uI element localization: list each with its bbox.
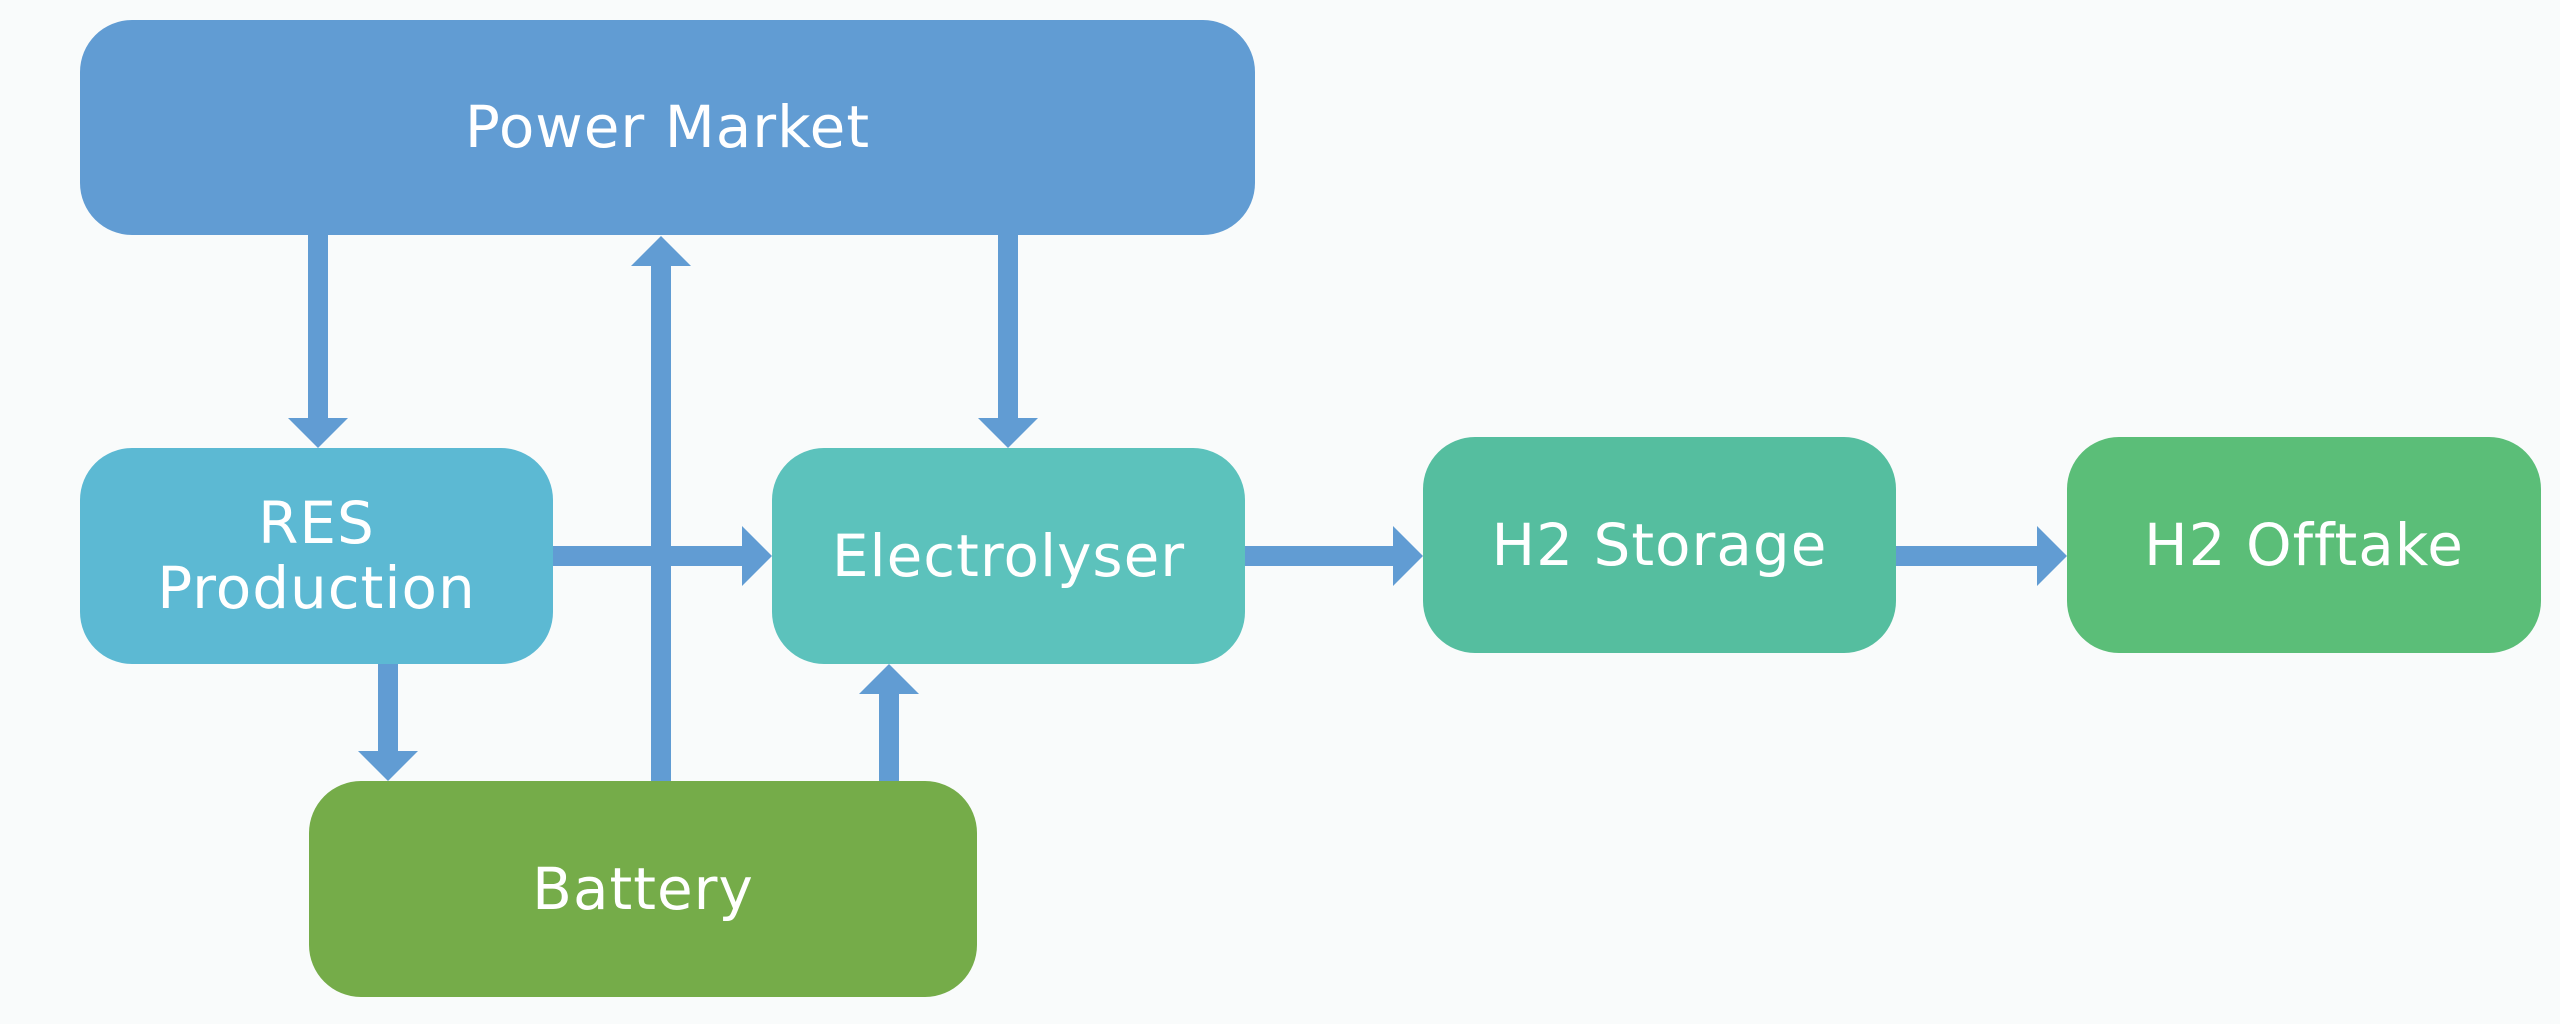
- arrow-electrolyser-to-h2-storage: [1245, 526, 1423, 586]
- node-res-production-label: RES Production: [157, 489, 476, 622]
- node-h2-storage-label: H2 Storage: [1491, 510, 1828, 579]
- arrow-battery-to-electrolyser: [859, 664, 919, 781]
- arrow-power-market-to-electrolyser: [978, 235, 1038, 448]
- arrow-battery-to-power-market: [631, 236, 691, 781]
- node-h2-storage: H2 Storage: [1423, 437, 1896, 653]
- node-battery: Battery: [309, 781, 977, 997]
- node-electrolyser: Electrolyser: [772, 448, 1245, 664]
- arrow-h2-storage-to-h2-offtake: [1896, 526, 2067, 586]
- node-res-production: RES Production: [80, 448, 553, 664]
- node-battery-label: Battery: [532, 854, 754, 923]
- node-power-market: Power Market: [80, 20, 1255, 235]
- node-power-market-label: Power Market: [464, 93, 871, 162]
- arrow-power-market-to-res: [288, 235, 348, 448]
- arrow-res-to-electrolyser: [553, 526, 772, 586]
- node-electrolyser-label: Electrolyser: [831, 521, 1186, 590]
- node-h2-offtake-label: H2 Offtake: [2144, 510, 2464, 579]
- node-h2-offtake: H2 Offtake: [2067, 437, 2541, 653]
- arrow-res-to-battery: [358, 664, 418, 781]
